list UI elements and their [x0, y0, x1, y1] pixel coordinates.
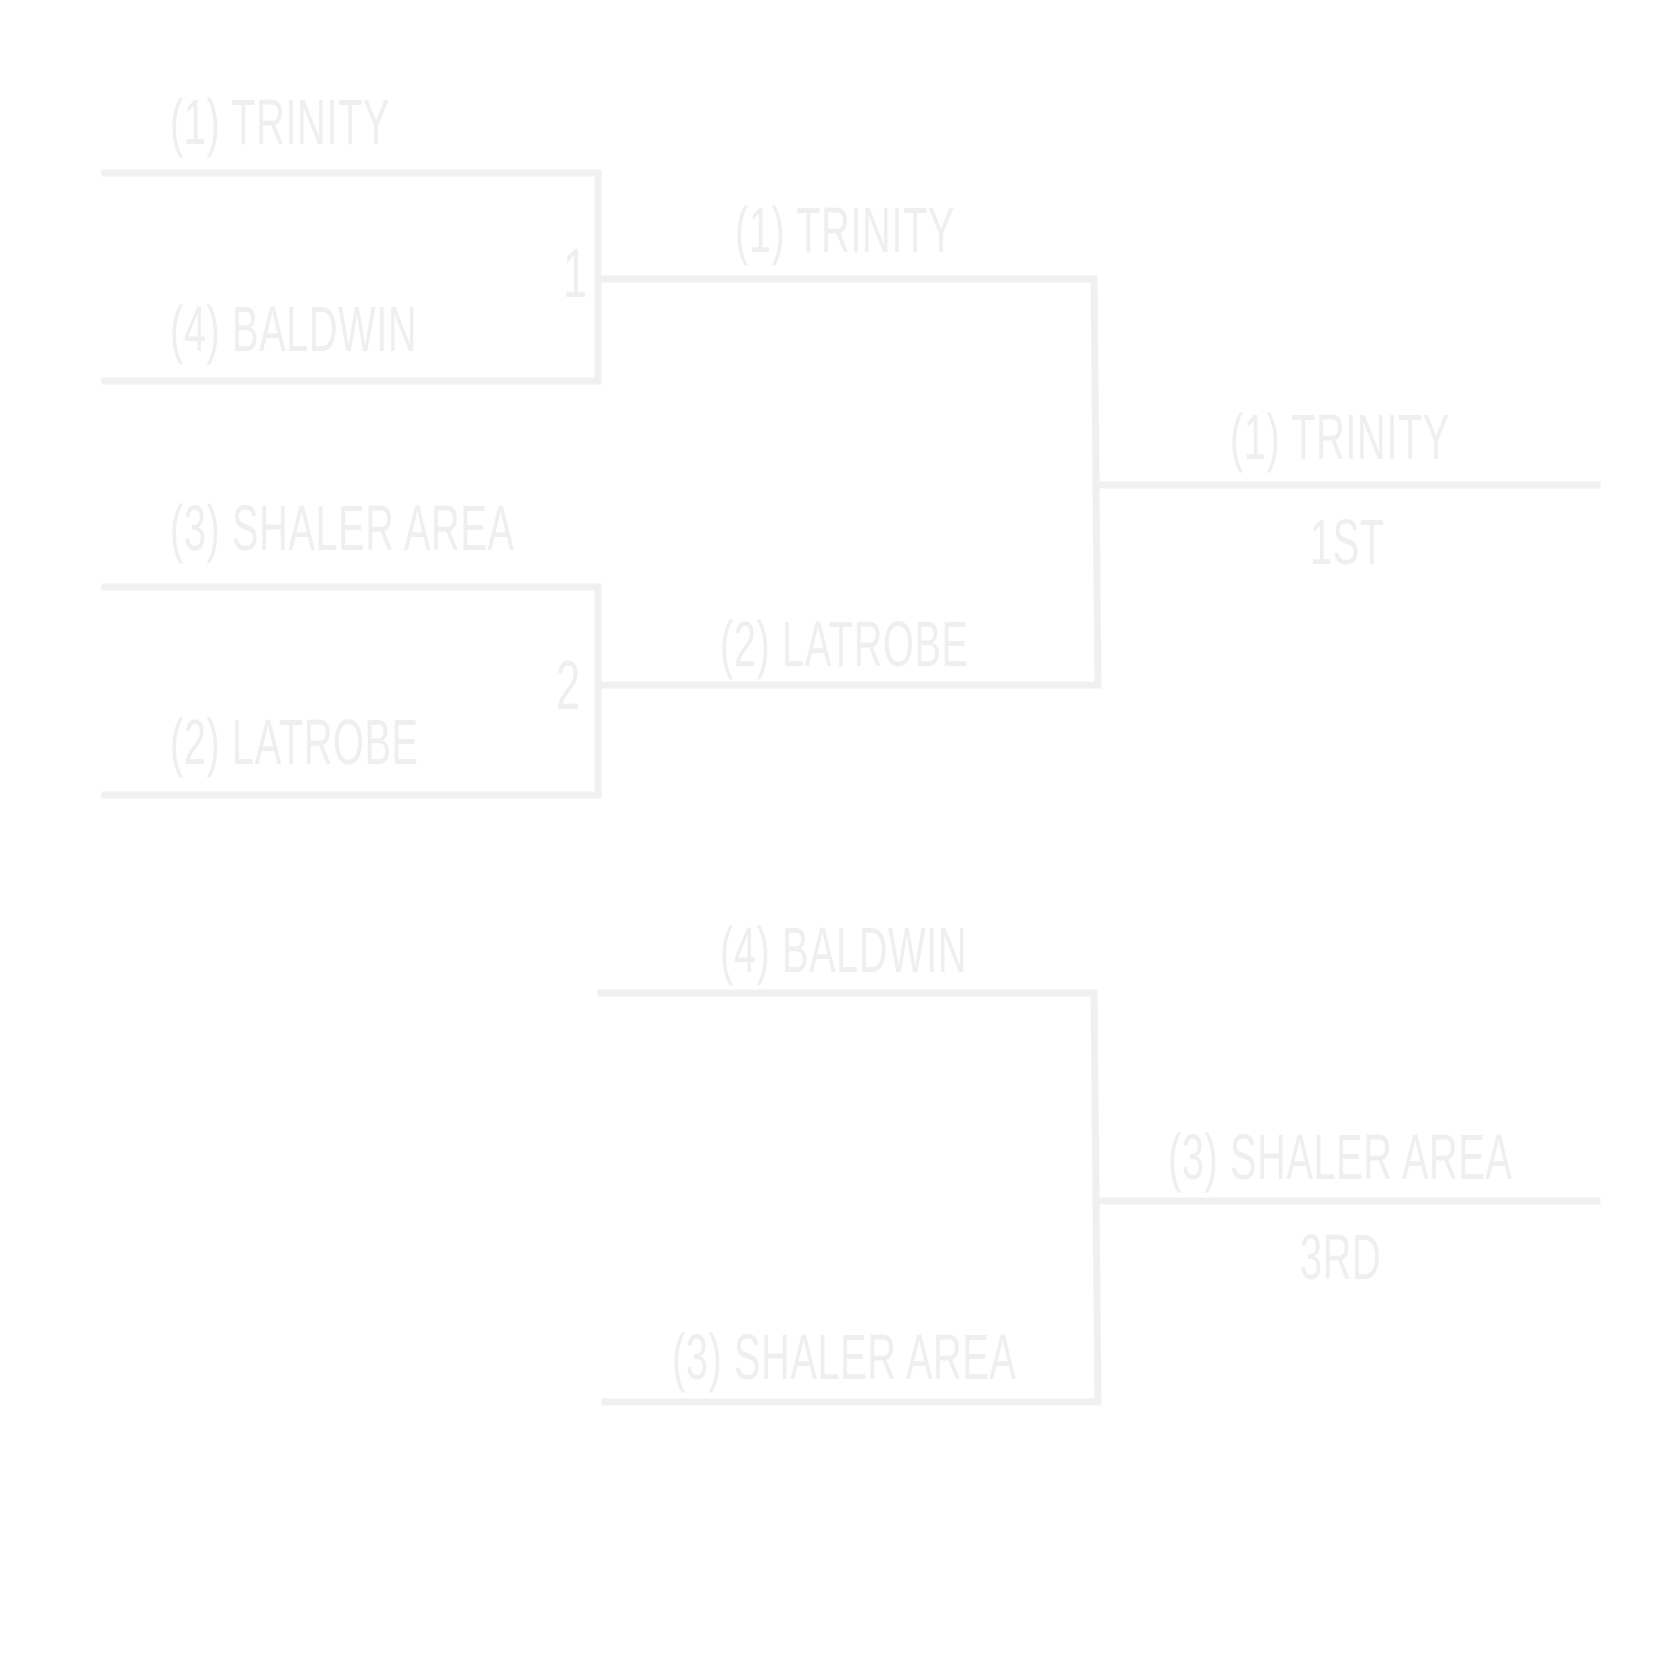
first-place-label: 1ST: [1310, 506, 1385, 578]
semifinal-2-bracket-line: [101, 583, 602, 799]
championship-top-team: (1) TRINITY: [735, 194, 955, 266]
champion-name: (1) TRINITY: [1230, 401, 1450, 473]
semifinal-2-top-team: (3) SHALER AREA: [170, 492, 515, 564]
third-place-label: 3RD: [1300, 1221, 1382, 1293]
third-place-winner-name: (3) SHALER AREA: [1168, 1121, 1513, 1193]
game-number-1: 1: [563, 234, 588, 312]
championship-bottom-team: (2) LATROBE: [720, 608, 969, 680]
third-place-top-team: (4) BALDWIN: [720, 914, 968, 986]
third-place-bottom-team: (3) SHALER AREA: [672, 1321, 1017, 1393]
semifinal-1-top-team: (1) TRINITY: [170, 86, 390, 158]
game-number-2: 2: [556, 646, 581, 724]
semifinal-1-bottom-team: (4) BALDWIN: [170, 293, 418, 365]
semifinal-2-bottom-team: (2) LATROBE: [170, 706, 419, 778]
